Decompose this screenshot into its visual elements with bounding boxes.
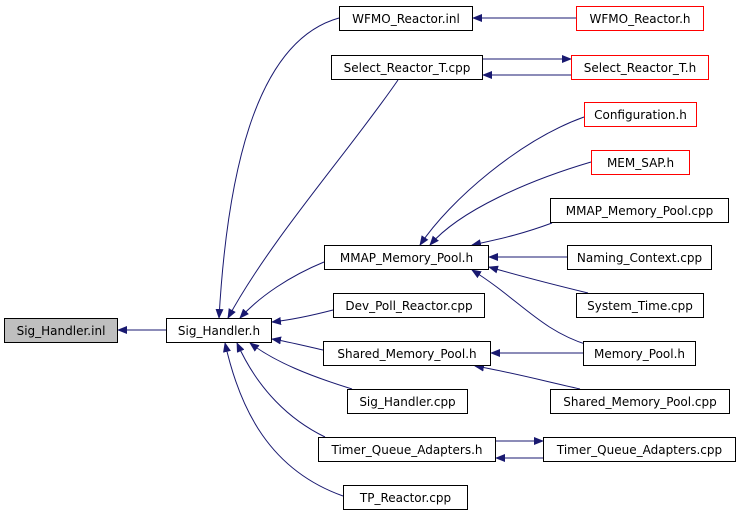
node-wfmo-reactor-inl[interactable]: WFMO_Reactor.inl (339, 6, 473, 31)
node-select-reactor-t-cpp[interactable]: Select_Reactor_T.cpp (331, 55, 483, 80)
edge-sig-handler-cpp-to-sig-handler-h (249, 342, 353, 390)
node-naming-context-cpp[interactable]: Naming_Context.cpp (567, 245, 712, 270)
edge-timer-queue-adapters-h-to-sig-handler-h (236, 342, 326, 438)
node-configuration-h[interactable]: Configuration.h (584, 102, 697, 127)
edge-shared-memory-pool-h-to-sig-handler-h (271, 336, 324, 351)
edge-mmap-memory-pool-h-to-sig-handler-h (239, 261, 325, 319)
node-timer-queue-adapters-h[interactable]: Timer_Queue_Adapters.h (318, 437, 496, 462)
node-wfmo-reactor-h[interactable]: WFMO_Reactor.h (576, 6, 704, 31)
node-shared-memory-pool-cpp[interactable]: Shared_Memory_Pool.cpp (550, 389, 730, 414)
node-shared-memory-pool-h[interactable]: Shared_Memory_Pool.h (323, 341, 491, 366)
edge-select-reactor-t-cpp-to-sig-handler-h (227, 79, 399, 319)
edge-configuration-h-to-mmap-memory-pool-h (419, 116, 585, 246)
node-select-reactor-t-h[interactable]: Select_Reactor_T.h (571, 55, 709, 80)
edge-shared-memory-pool-cpp-to-h (474, 363, 581, 390)
node-sig-handler-inl[interactable]: Sig_Handler.inl (4, 318, 118, 343)
node-system-time-cpp[interactable]: System_Time.cpp (576, 293, 704, 318)
node-timer-queue-adapters-cpp[interactable]: Timer_Queue_Adapters.cpp (543, 437, 736, 462)
node-mmap-memory-pool-h[interactable]: MMAP_Memory_Pool.h (324, 245, 489, 270)
node-tp-reactor-cpp[interactable]: TP_Reactor.cpp (343, 485, 468, 510)
edge-mmap-memory-pool-cpp-to-h (471, 222, 553, 248)
node-memory-pool-h[interactable]: Memory_Pool.h (583, 341, 696, 366)
edge-wfmo-reactor-inl-to-sig-handler-h (215, 17, 340, 319)
node-mem-sap-h[interactable]: MEM_SAP.h (591, 150, 690, 175)
edge-memory-pool-h-to-mmap-memory-pool-h (471, 269, 589, 346)
edge-system-time-cpp-to-mmap-memory-pool-h (488, 265, 589, 294)
node-sig-handler-cpp[interactable]: Sig_Handler.cpp (347, 389, 468, 414)
node-mmap-memory-pool-cpp[interactable]: MMAP_Memory_Pool.cpp (550, 198, 729, 223)
edge-mem-sap-h-to-mmap-memory-pool-h (429, 161, 592, 246)
node-sig-handler-h[interactable]: Sig_Handler.h (166, 318, 272, 343)
edge-dev-poll-reactor-cpp-to-sig-handler-h (271, 309, 334, 325)
node-dev-poll-reactor-cpp[interactable]: Dev_Poll_Reactor.cpp (333, 293, 485, 318)
edge-tp-reactor-cpp-to-sig-handler-h (223, 342, 344, 497)
